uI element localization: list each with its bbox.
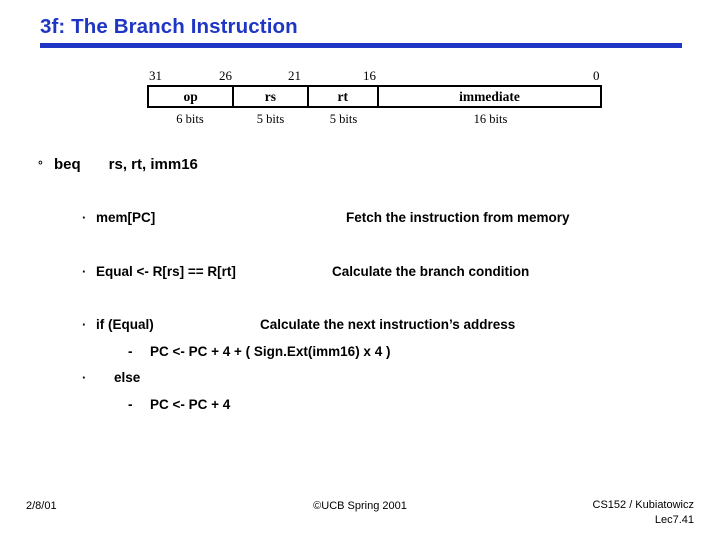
field-rs: rs	[234, 87, 309, 106]
step-fetch-expression: mem[PC]	[96, 210, 156, 225]
field-rt: rt	[309, 87, 379, 106]
dash-bullet-icon: -	[128, 344, 133, 359]
width-rs: 5 bits	[256, 112, 285, 126]
field-widths-row: 6 bits 5 bits 5 bits 16 bits	[147, 112, 602, 127]
width-op: 6 bits	[176, 112, 204, 126]
dot-bullet-icon: ·	[82, 264, 87, 279]
footer-date: 2/8/01	[26, 500, 57, 512]
bullet-beq-instruction: ° beq rs, rt, imm16	[38, 152, 720, 178]
bullet-else-clause: · else	[82, 367, 720, 389]
width-immediate: 16 bits	[473, 112, 508, 126]
bit-label-16: 16	[363, 68, 376, 83]
beq-operands: rs, rt, imm16	[108, 156, 198, 173]
page-title: 3f: The Branch Instruction	[40, 15, 298, 38]
else-keyword: else	[114, 370, 141, 385]
bullet-step-fetch: · mem[PC] Fetch the instruction from memo…	[82, 207, 720, 229]
footer-course: CS152 / Kubiatowicz	[592, 499, 695, 511]
step-equal-note: Calculate the branch condition	[332, 264, 530, 279]
dash-bullet-icon: -	[128, 397, 133, 412]
dot-bullet-icon: ·	[82, 370, 87, 385]
else-body-pc-increment: - PC <- PC + 4	[128, 394, 720, 416]
bullet-step-if-equal: · if (Equal) Calculate the next instructi…	[82, 314, 720, 336]
bullet-step-equal: · Equal <- R[rs] == R[rt] Calculate the b…	[82, 261, 720, 283]
slide-body: ° beq rs, rt, imm16 · mem[PC] Fetch the ins…	[0, 152, 720, 416]
title-block: 3f: The Branch Instruction	[40, 14, 682, 48]
width-rt: 5 bits	[329, 112, 358, 126]
step-equal-expression: Equal <- R[rs] == R[rt]	[96, 264, 236, 279]
step-if-expression: if (Equal)	[96, 317, 154, 332]
title-underline-rule	[40, 43, 682, 48]
footer-copyright: ©UCB Spring 2001	[313, 500, 407, 512]
bit-number-row: 31 26 21 16 0	[147, 66, 602, 85]
bit-label-31: 31	[149, 68, 162, 83]
instruction-fields-row: op rs rt immediate	[147, 85, 602, 108]
else-body-expression: PC <- PC + 4	[150, 397, 231, 412]
field-immediate: immediate	[459, 88, 520, 104]
if-body-expression: PC <- PC + 4 + ( Sign.Ext(imm16) x 4 )	[150, 344, 391, 359]
if-body-pc-branch: - PC <- PC + 4 + ( Sign.Ext(imm16) x 4 )	[128, 341, 720, 363]
dot-bullet-icon: ·	[82, 317, 87, 332]
bit-label-21: 21	[288, 68, 301, 83]
footer-lecture: Lec7.41	[654, 514, 694, 526]
step-fetch-note: Fetch the instruction from memory	[346, 210, 570, 225]
dot-bullet-icon: ·	[82, 210, 87, 225]
instruction-format-diagram: 31 26 21 16 0 op rs rt immediate 6 bits …	[147, 66, 602, 127]
step-if-note: Calculate the next instruction’s address	[260, 317, 516, 332]
beq-mnemonic: beq	[54, 156, 81, 173]
circle-bullet-icon: °	[38, 158, 43, 172]
bit-label-0: 0	[593, 68, 600, 83]
bit-label-26: 26	[219, 68, 232, 83]
field-op: op	[149, 87, 235, 106]
slide-footer: 2/8/01 ©UCB Spring 2001 CS152 / Kubiatow…	[0, 498, 720, 540]
